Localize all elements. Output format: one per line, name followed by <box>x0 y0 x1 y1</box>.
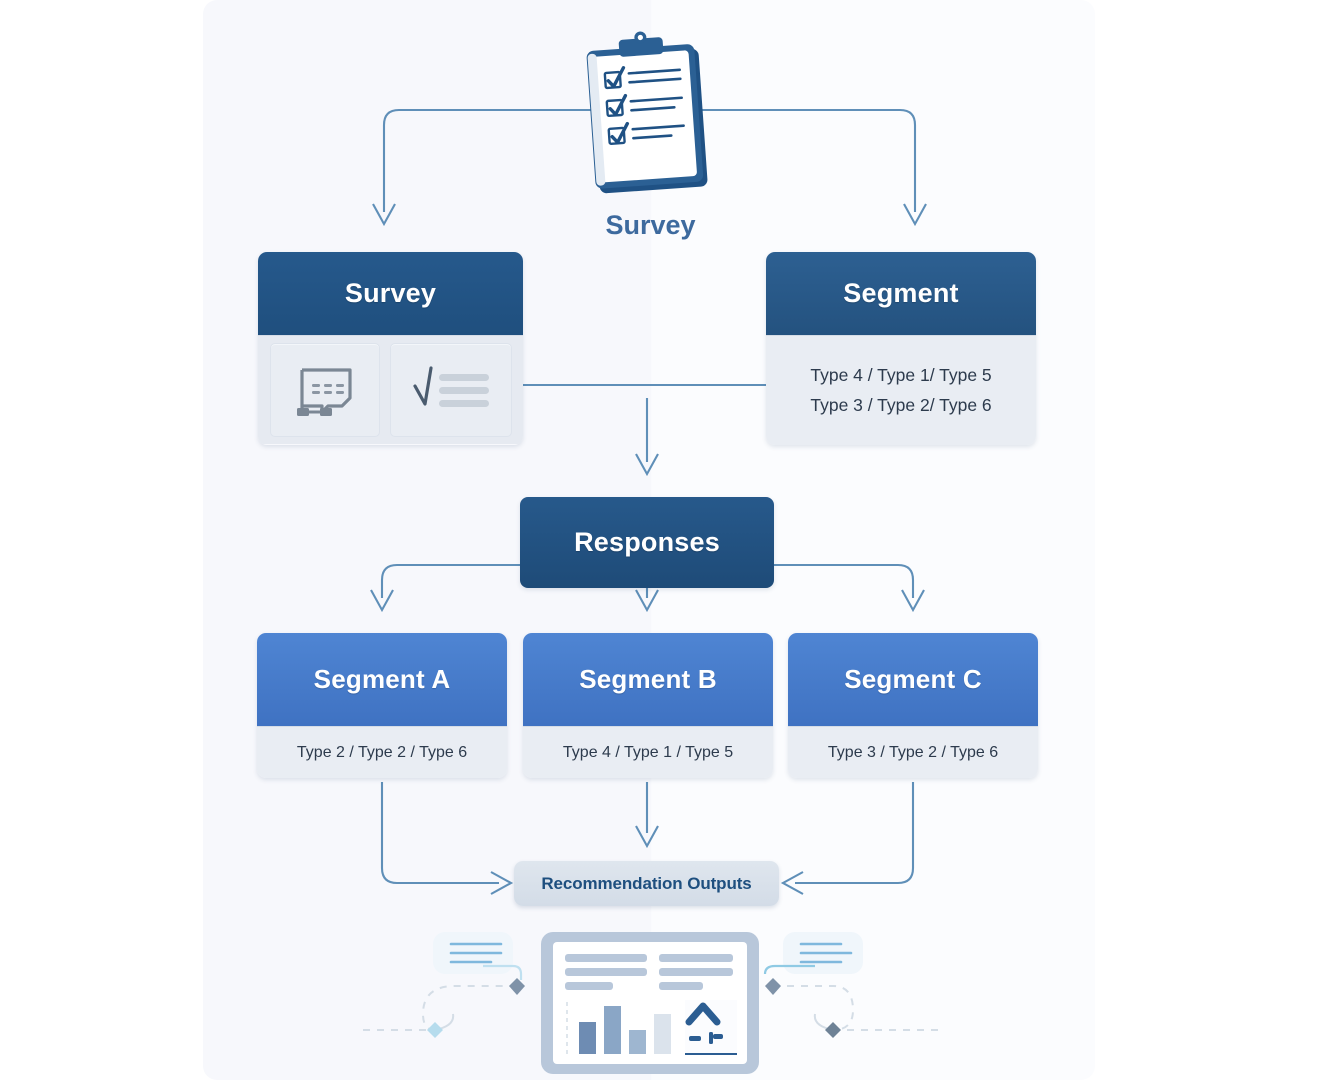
arrowhead-segment-card <box>903 203 927 227</box>
segment-card-header: Segment <box>766 252 1036 335</box>
arrowhead-segment-c <box>901 589 925 613</box>
decor-right <box>763 932 943 1038</box>
form-bubble-icon[interactable] <box>269 343 380 437</box>
connector-layer: .ln { fill:none; stroke:#5f8fb8; stroke-… <box>370 108 927 895</box>
recommendation-outputs-label: Recommendation Outputs <box>541 873 752 893</box>
dashboard-illustration <box>363 932 943 1074</box>
segment-b-card[interactable]: Segment B Type 4 / Type 1 / Type 5 <box>523 633 773 778</box>
survey-caption: Survey <box>605 210 696 240</box>
segment-c-line-1: Type 3 / Type 2 / Type 6 <box>827 743 999 761</box>
responses-card-header: Responses <box>520 497 774 588</box>
arrowhead-responses <box>635 453 659 477</box>
connector-segment-c-to-reco <box>795 782 915 885</box>
connector-segment-a-to-reco <box>380 782 499 885</box>
survey-card[interactable]: Survey <box>258 252 523 445</box>
segment-a-line-1: Type 2 / Type 2 / Type 6 <box>296 743 468 761</box>
segment-card-line-1: Type 4 / Type 1/ Type 5 <box>810 365 992 385</box>
survey-card-header: Survey <box>258 252 523 335</box>
diagram-canvas: .ln { fill:none; stroke:#5f8fb8; stroke-… <box>203 0 1095 1080</box>
responses-card[interactable]: Responses <box>520 497 774 588</box>
arrowhead-segment-b <box>635 589 659 613</box>
connector-survey-to-segment-card <box>650 108 917 212</box>
checklist-icon[interactable] <box>389 343 512 437</box>
segment-b-body: Type 4 / Type 1 / Type 5 <box>523 726 773 778</box>
segment-c-header: Segment C <box>788 633 1038 726</box>
segment-c-card[interactable]: Segment C Type 3 / Type 2 / Type 6 <box>788 633 1038 778</box>
arrowhead-reco-left <box>490 871 514 895</box>
survey-card-body <box>258 335 523 444</box>
clipboard-survey-icon <box>586 31 708 194</box>
recommendation-outputs-card[interactable]: Recommendation Outputs <box>514 861 779 906</box>
connector-survey-to-survey-card <box>382 108 650 212</box>
arrowhead-reco-top <box>635 825 659 849</box>
dashboard-screen <box>541 932 759 1074</box>
arrowhead-reco-right <box>780 871 804 895</box>
segment-b-line-1: Type 4 / Type 1 / Type 5 <box>562 743 734 761</box>
arrowhead-survey-card <box>372 203 396 227</box>
segment-a-card[interactable]: Segment A Type 2 / Type 2 / Type 6 <box>257 633 507 778</box>
segment-card-body: Type 4 / Type 1/ Type 5 Type 3 / Type 2/… <box>766 335 1036 445</box>
segment-card-line-2: Type 3 / Type 2/ Type 6 <box>810 395 992 415</box>
connector-responses-to-segment-a <box>380 563 520 598</box>
arrowhead-segment-a <box>370 589 394 613</box>
dashboard-bars <box>579 1006 671 1054</box>
segment-c-body: Type 3 / Type 2 / Type 6 <box>788 726 1038 778</box>
segment-a-header: Segment A <box>257 633 507 726</box>
segment-a-body: Type 2 / Type 2 / Type 6 <box>257 726 507 778</box>
connector-responses-to-segment-c <box>774 563 915 598</box>
segment-b-header: Segment B <box>523 633 773 726</box>
decor-left <box>363 932 525 1038</box>
segment-card[interactable]: Segment Type 4 / Type 1/ Type 5 Type 3 /… <box>766 252 1036 445</box>
